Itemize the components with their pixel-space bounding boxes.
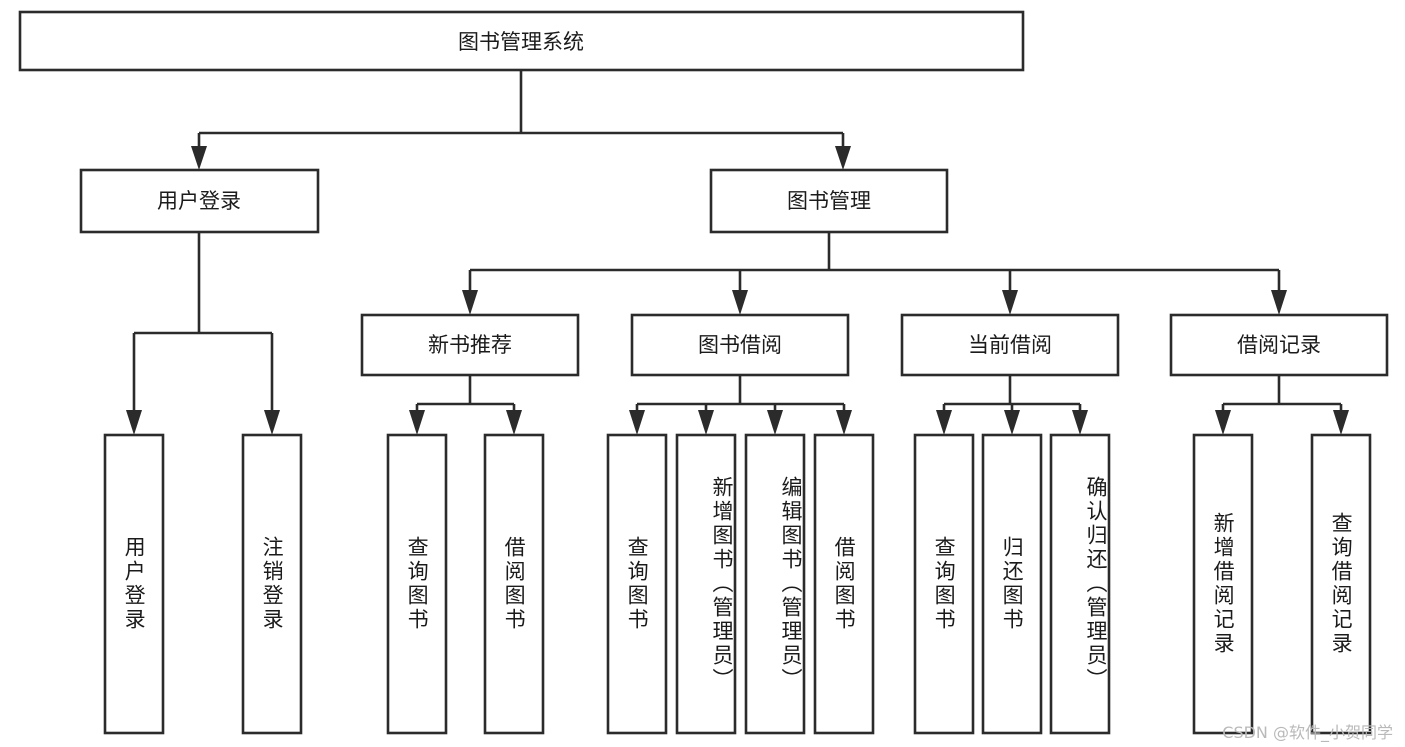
leaf-box-newbook-2[interactable] bbox=[483, 433, 545, 735]
node-book-borrow[interactable]: 图书借阅 bbox=[630, 313, 850, 377]
node-new-book-recommend-label: 新书推荐 bbox=[428, 333, 512, 357]
node-borrow-record[interactable]: 借阅记录 bbox=[1169, 313, 1389, 377]
node-user-login[interactable]: 用户登录 bbox=[79, 168, 320, 234]
arrow-head-icon bbox=[1072, 410, 1088, 435]
arrow-head-icon bbox=[1002, 290, 1018, 315]
watermark-text: CSDN @软件_小贺同学 bbox=[1222, 723, 1393, 742]
arrow-head-icon bbox=[698, 410, 714, 435]
leaf-box-bookborrow-4[interactable] bbox=[813, 433, 875, 735]
connector-bookmgmt-to-level3 bbox=[462, 232, 1287, 315]
leaf-box-user-login-1[interactable] bbox=[103, 433, 165, 735]
connector-userlogin-to-leaves bbox=[126, 232, 280, 435]
node-root-system[interactable]: 图书管理系统 bbox=[18, 10, 1025, 72]
arrow-head-icon bbox=[767, 410, 783, 435]
leaf-box-borrowrecord-2[interactable] bbox=[1310, 433, 1372, 735]
node-root-label: 图书管理系统 bbox=[458, 30, 584, 54]
leaf-boxes-current-borrow bbox=[913, 433, 1111, 735]
leaf-box-currentborrow-2[interactable] bbox=[981, 433, 1043, 735]
node-user-login-label: 用户登录 bbox=[157, 189, 241, 213]
arrow-head-icon bbox=[835, 146, 851, 170]
arrow-head-icon bbox=[1215, 410, 1231, 435]
arrow-head-icon bbox=[836, 410, 852, 435]
node-borrow-record-label: 借阅记录 bbox=[1237, 333, 1321, 357]
connector-newbook-to-leaves bbox=[409, 375, 522, 435]
node-book-management[interactable]: 图书管理 bbox=[709, 168, 949, 234]
arrow-head-icon bbox=[409, 410, 425, 435]
connector-borrowrecord-to-leaves bbox=[1215, 375, 1349, 435]
leaf-box-currentborrow-3[interactable] bbox=[1049, 433, 1111, 735]
arrow-head-icon bbox=[191, 146, 207, 170]
arrow-head-icon bbox=[1004, 410, 1020, 435]
connector-currentborrow-to-leaves bbox=[936, 375, 1088, 435]
leaf-box-bookborrow-3[interactable] bbox=[744, 433, 806, 735]
connector-bookborrow-to-leaves bbox=[629, 375, 852, 435]
node-new-book-recommend[interactable]: 新书推荐 bbox=[360, 313, 580, 377]
leaf-box-user-login-2[interactable] bbox=[241, 433, 303, 735]
leaf-boxes-borrow-record bbox=[1192, 433, 1372, 735]
arrow-head-icon bbox=[264, 410, 280, 435]
leaf-box-bookborrow-1[interactable] bbox=[606, 433, 668, 735]
arrow-head-icon bbox=[506, 410, 522, 435]
leaf-box-bookborrow-2[interactable] bbox=[675, 433, 737, 735]
node-current-borrow[interactable]: 当前借阅 bbox=[900, 313, 1120, 377]
leaf-box-borrowrecord-1[interactable] bbox=[1192, 433, 1254, 735]
node-book-management-label: 图书管理 bbox=[787, 189, 871, 213]
arrow-head-icon bbox=[126, 410, 142, 435]
arrow-head-icon bbox=[462, 290, 478, 315]
arrow-head-icon bbox=[629, 410, 645, 435]
leaf-boxes-user-login bbox=[103, 433, 303, 735]
arrow-head-icon bbox=[936, 410, 952, 435]
leaf-box-newbook-1[interactable] bbox=[386, 433, 448, 735]
leaf-boxes-new-book-recommend bbox=[386, 433, 545, 735]
leaf-box-currentborrow-1[interactable] bbox=[913, 433, 975, 735]
arrow-head-icon bbox=[732, 290, 748, 315]
connector-root-to-level2 bbox=[191, 70, 851, 170]
arrow-head-icon bbox=[1271, 290, 1287, 315]
leaf-boxes-book-borrow bbox=[606, 433, 875, 735]
arrow-head-icon bbox=[1333, 410, 1349, 435]
node-current-borrow-label: 当前借阅 bbox=[968, 333, 1052, 357]
node-book-borrow-label: 图书借阅 bbox=[698, 333, 782, 357]
